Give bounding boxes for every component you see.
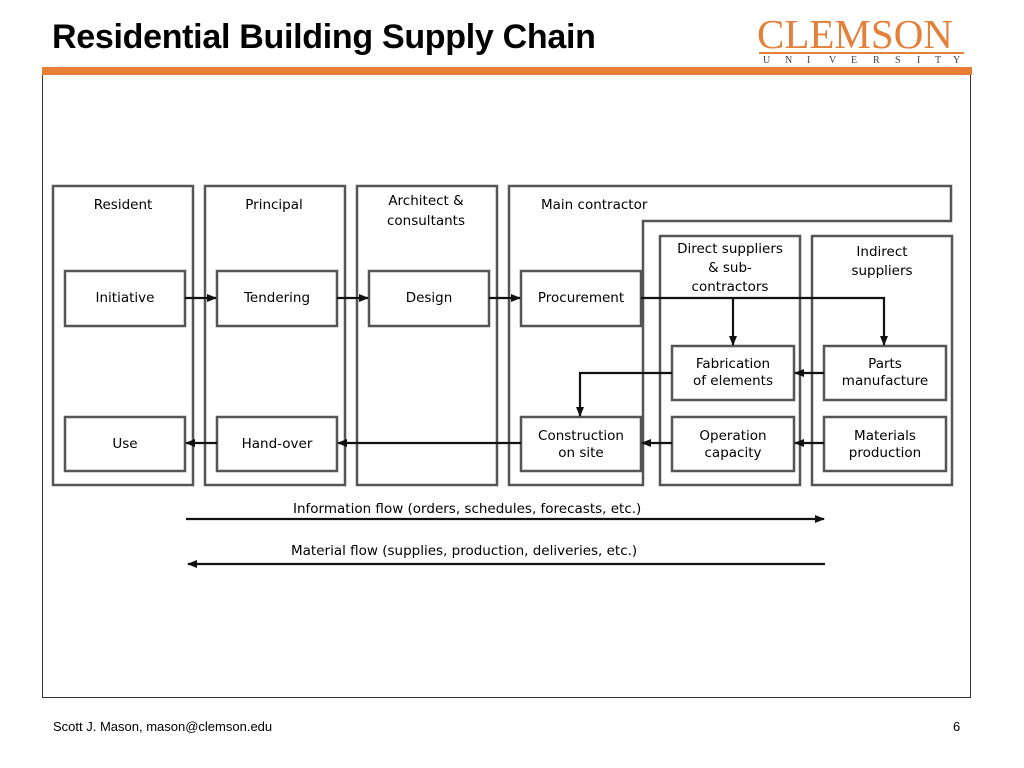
box-construction — [519, 415, 643, 473]
arrow-procurement-parts — [641, 296, 888, 346]
label-main-contractor: Main contractor — [541, 197, 648, 213]
box-materials-production — [822, 415, 948, 473]
logo-letter: S — [895, 55, 901, 66]
logo-letter: E — [851, 55, 858, 66]
column-direct-suppliers — [658, 234, 802, 487]
footer-author: Scott J. Mason, mason@clemson.edu — [53, 719, 273, 734]
arrow-fabrication-construction — [576, 371, 672, 417]
column-resident — [51, 184, 195, 487]
label-architect-1: Architect & — [388, 193, 464, 209]
label-direct-3: contractors — [692, 279, 769, 295]
label-materials-2: production — [849, 445, 922, 461]
logo-letter: I — [917, 55, 921, 66]
box-operation — [670, 415, 796, 473]
label-operation-1: Operation — [699, 428, 766, 444]
label-direct-1: Direct suppliers — [677, 241, 783, 257]
logo-letter: I — [807, 55, 811, 66]
logo-letter: R — [873, 55, 880, 66]
label-fabrication-2: of elements — [693, 373, 773, 389]
label-fabrication-1: Fabrication — [696, 356, 770, 372]
label-parts-2: manufacture — [842, 373, 928, 389]
logo-letter: U — [763, 55, 771, 66]
label-information-flow: Information flow (orders, schedules, for… — [293, 501, 641, 517]
logo-letter: V — [829, 55, 837, 66]
logo-letter: T — [935, 55, 942, 66]
label-construction-1: Construction — [538, 428, 624, 444]
content-frame — [42, 75, 971, 698]
column-indirect-suppliers — [810, 234, 954, 487]
label-parts-1: Parts — [868, 356, 902, 372]
logo-letter: Y — [953, 55, 961, 66]
label-direct-2: & sub- — [708, 260, 752, 276]
label-resident: Resident — [94, 197, 153, 213]
label-initiative: Initiative — [96, 290, 155, 306]
clemson-logo: CLEMSON U N I V E R S I T Y — [757, 11, 967, 72]
page-number: 6 — [953, 719, 961, 734]
label-indirect-1: Indirect — [856, 244, 907, 260]
label-indirect-2: suppliers — [851, 263, 912, 279]
logo-letter: N — [785, 55, 793, 66]
slide-title: Residential Building Supply Chain — [52, 18, 596, 56]
label-design: Design — [406, 290, 453, 306]
label-principal: Principal — [245, 197, 303, 213]
label-use: Use — [112, 436, 137, 452]
label-construction-2: on site — [558, 445, 604, 461]
label-architect-2: consultants — [387, 213, 465, 229]
label-procurement: Procurement — [538, 290, 624, 306]
label-handover: Hand-over — [242, 436, 313, 452]
label-operation-2: capacity — [705, 445, 762, 461]
label-materials-1: Materials — [854, 428, 916, 444]
column-main-contractor — [507, 184, 953, 487]
title-divider — [42, 67, 972, 75]
column-architect — [355, 184, 499, 487]
logo-wordmark: CLEMSON — [757, 11, 953, 57]
label-material-flow: Material flow (supplies, production, del… — [291, 543, 637, 559]
label-tendering: Tendering — [243, 290, 310, 306]
column-principal — [203, 184, 347, 487]
